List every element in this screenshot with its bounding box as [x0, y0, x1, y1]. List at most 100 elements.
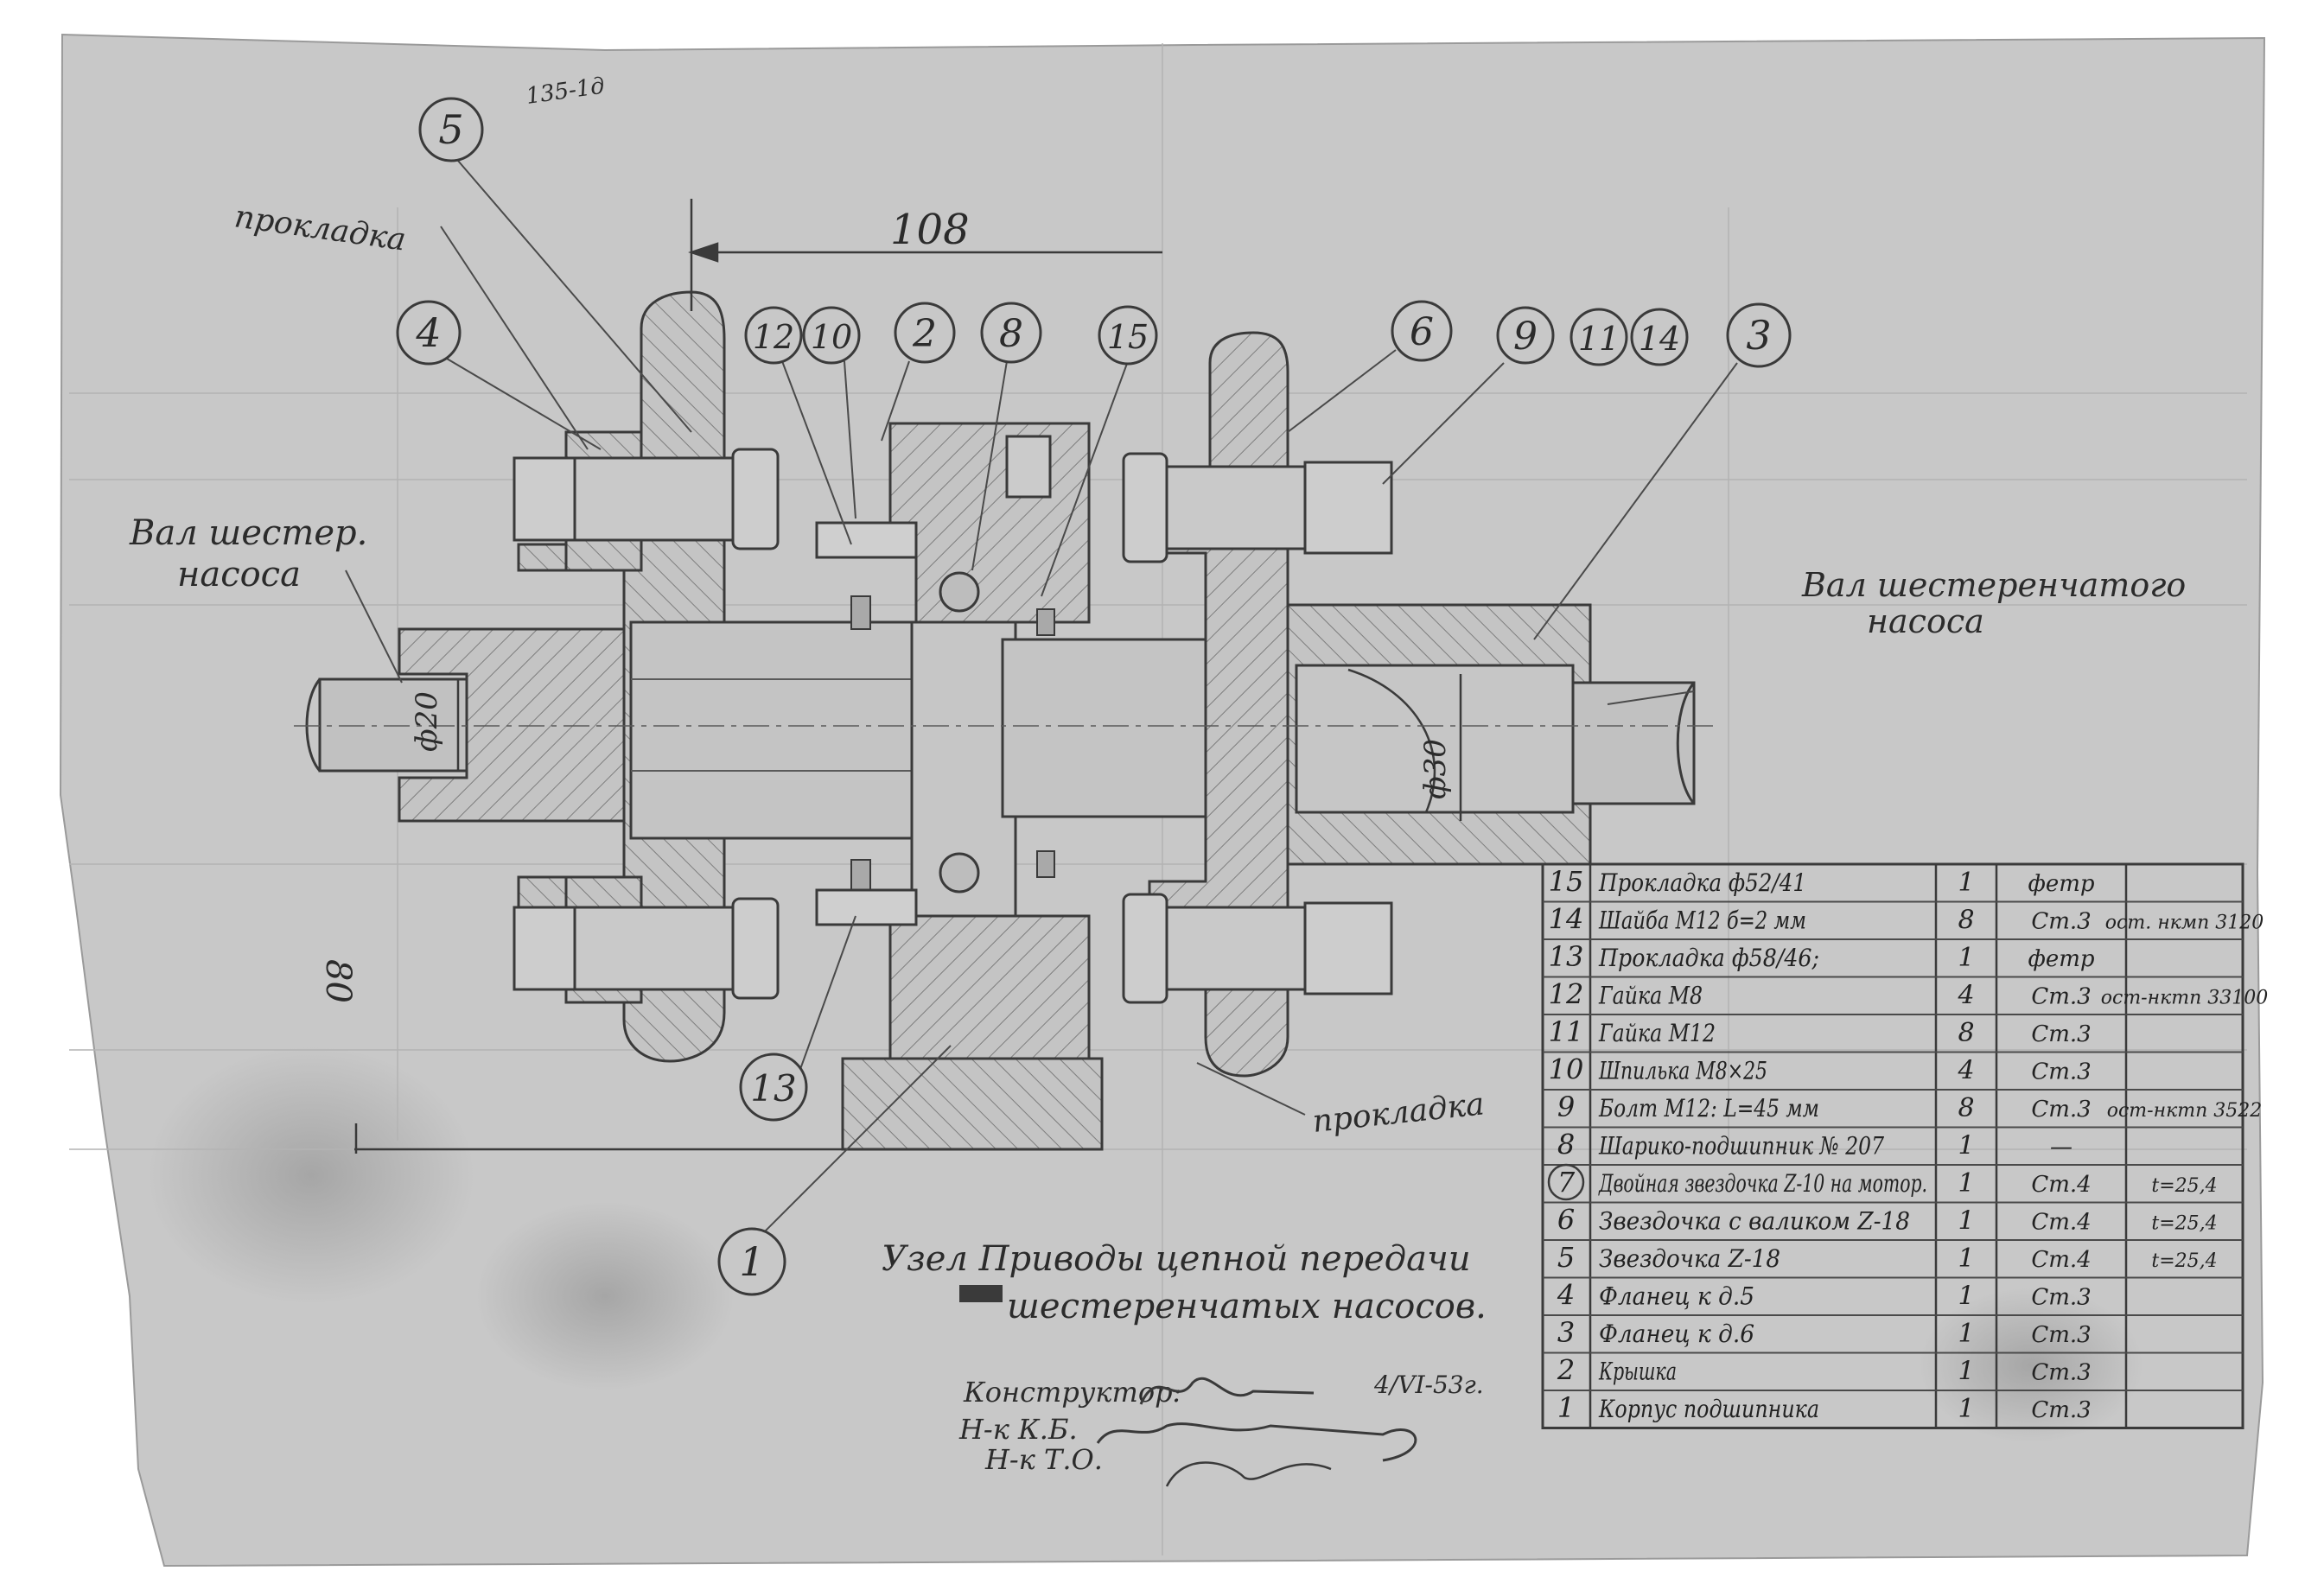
- bom-row-quantity: 1: [1958, 1357, 1974, 1387]
- callout-bubbles: 5 4 12 10 2 8 15 6 9 11 14 3 13 1: [396, 97, 1792, 1296]
- bom-row-name: Гайка М12: [1598, 1019, 1716, 1047]
- bom-row-number: 3: [1557, 1316, 1575, 1349]
- svg-text:15: 15: [1107, 318, 1149, 356]
- bom-row-name: Фланец к д.6: [1599, 1320, 1754, 1348]
- callout-1: 1: [717, 1227, 786, 1296]
- svg-text:6: 6: [1410, 310, 1434, 354]
- bom-row-number: 9: [1557, 1091, 1575, 1123]
- signature-block: Конструктор: 4/VI-53г. Н-к К.Б. Н-к Т.О.: [958, 1371, 1484, 1487]
- head-kb-signature: [1096, 1422, 1417, 1462]
- bom-row-number: 14: [1549, 903, 1584, 936]
- bom-row-number: 4: [1557, 1279, 1575, 1312]
- bom-row-name: Звездочка Z-18: [1599, 1244, 1780, 1273]
- bom-row-number: 6: [1557, 1204, 1575, 1237]
- bom-row-number: 15: [1549, 865, 1584, 898]
- bom-row-quantity: 1: [1958, 1206, 1974, 1237]
- bom-row: 1 Корпус подшипника 1 Ст.3: [1557, 1391, 2092, 1424]
- dimensions: [354, 199, 1462, 1154]
- bom-row-number: 11: [1549, 1015, 1584, 1048]
- bom-row-material: фетр: [2028, 946, 2094, 972]
- bom-row-name: Прокладка ф52/41: [1598, 868, 1806, 897]
- drawing-title: Узел Приводы цепной передачи шестеренчат…: [882, 1239, 1487, 1326]
- bom-row-name: Шайба М12 б=2 мм: [1598, 906, 1806, 935]
- constructor-signature: [1139, 1377, 1315, 1405]
- svg-text:11: 11: [1578, 320, 1620, 358]
- bom-row-name: Крышка: [1598, 1358, 1677, 1386]
- bom-row: 11 Гайка М12 8 Ст.3: [1549, 1015, 2092, 1048]
- callout-10: 10: [802, 306, 861, 365]
- bom-row-quantity: 8: [1958, 1018, 1974, 1048]
- bom-row-material: Ст.3: [2031, 1397, 2091, 1423]
- bom-row-quantity: 4: [1957, 981, 1974, 1011]
- bom-row-note: ост-нктп 33100: [2101, 988, 2269, 1009]
- assembly-section: [294, 290, 1720, 1151]
- head-to-signature: [1165, 1461, 1332, 1487]
- bom-row-number: 13: [1549, 940, 1584, 973]
- callout-4: 4: [396, 300, 462, 366]
- bom-row: 12 Гайка М8 4 Ст.3 ост-нктп 33100: [1549, 978, 2269, 1011]
- title-line-2: шестеренчатых насосов.: [1007, 1287, 1487, 1326]
- bom-row-name: Болт М12: L=45 мм: [1598, 1094, 1819, 1123]
- bom-row-quantity: 1: [1958, 1394, 1974, 1424]
- svg-text:13: 13: [750, 1067, 796, 1110]
- bom-row-material: Ст.3: [2031, 984, 2091, 1010]
- bom-row-quantity: 1: [1958, 868, 1974, 898]
- bom-row-quantity: 1: [1958, 1243, 1974, 1274]
- dimension-d20: ф20: [410, 691, 444, 752]
- bom-row-number: 12: [1549, 978, 1584, 1011]
- bom-row-quantity: 8: [1958, 906, 1974, 936]
- svg-text:5: 5: [438, 106, 463, 153]
- svg-text:3: 3: [1746, 312, 1771, 359]
- bom-row-note: t=25,4: [2151, 1175, 2217, 1197]
- callout-8: 8: [980, 302, 1042, 364]
- bom-row-material: Ст.4: [2031, 1172, 2091, 1198]
- bom-row-name: Звездочка с валиком Z-18: [1599, 1207, 1910, 1236]
- bom-row-number: 5: [1557, 1241, 1575, 1274]
- leader-lines: [345, 160, 1738, 1237]
- constructor-label: Конструктор:: [963, 1376, 1181, 1409]
- callout-6: 6: [1391, 300, 1453, 362]
- bom-row-note: ост-нктп 3522: [2107, 1100, 2263, 1122]
- bom-row-quantity: 8: [1958, 1093, 1974, 1123]
- bom-row-quantity: 1: [1958, 943, 1974, 973]
- callout-15: 15: [1098, 305, 1158, 366]
- bom-row-name: Шпилька М8×25: [1598, 1057, 1767, 1085]
- bom-row-material: Ст.3: [2031, 1360, 2091, 1386]
- bom-row-name: Прокладка ф58/46;: [1598, 944, 1819, 972]
- head-kb-label: Н-к К.Б.: [958, 1413, 1078, 1446]
- bom-row: 6 Звездочка с валиком Z-18 1 Ст.4 t=25,4: [1557, 1204, 2218, 1237]
- signature-date: 4/VI-53г.: [1373, 1371, 1484, 1399]
- bom-row-material: Ст.3: [2031, 1059, 2091, 1085]
- bom-row: 14 Шайба М12 б=2 мм 8 Ст.3 ост. нкмп 3120: [1549, 903, 2264, 936]
- bom-row-note: t=25,4: [2151, 1250, 2217, 1272]
- bom-row-number: 8: [1557, 1129, 1575, 1161]
- dimension-80: 80: [318, 959, 358, 1003]
- bom-row-name: Корпус подшипника: [1598, 1395, 1819, 1423]
- bom-row-material: Ст.3: [2031, 1021, 2091, 1047]
- bom-row-note: t=25,4: [2151, 1213, 2217, 1235]
- bom-row-number: 7: [1557, 1166, 1576, 1199]
- bom-row-material: Ст.4: [2031, 1210, 2091, 1236]
- callout-9: 9: [1496, 306, 1555, 365]
- title-line-1: Узел Приводы цепной передачи: [882, 1239, 1471, 1279]
- svg-text:9: 9: [1513, 315, 1538, 359]
- bom-row-material: Ст.3: [2031, 909, 2091, 935]
- svg-text:2: 2: [912, 312, 937, 356]
- bom-row-material: Ст.3: [2031, 1322, 2091, 1348]
- bom-row-material: Ст.3: [2031, 1285, 2091, 1311]
- bom-row-note: ост. нкмп 3120: [2105, 913, 2264, 934]
- svg-text:14: 14: [1639, 320, 1680, 358]
- bom-frame: [1541, 862, 2244, 1429]
- bom-row-number: 10: [1549, 1053, 1584, 1086]
- dimension-108: 108: [890, 206, 970, 254]
- bom-row-number: 1: [1557, 1391, 1575, 1424]
- bom-row: 13 Прокладка ф58/46; 1 фетр: [1549, 940, 2095, 973]
- svg-text:8: 8: [999, 312, 1023, 356]
- bom-row-name: Гайка М8: [1598, 982, 1703, 1010]
